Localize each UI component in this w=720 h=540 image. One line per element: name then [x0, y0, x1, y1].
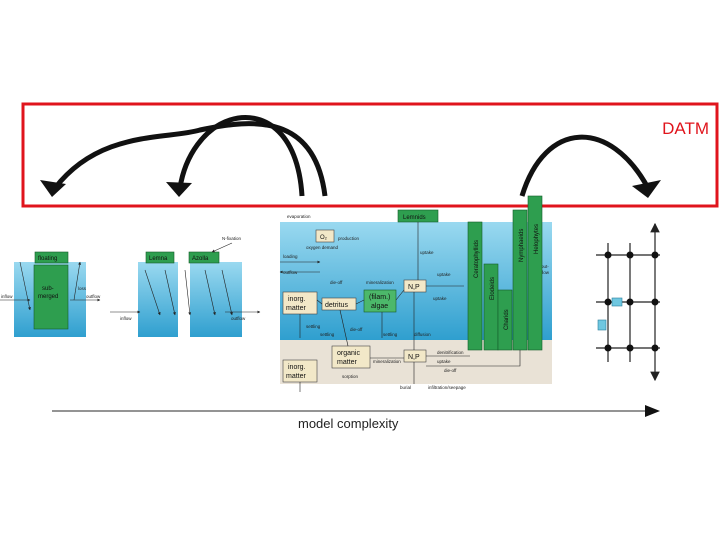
model-1-diagram: floating sub- merged inflow outflow loss	[0, 251, 101, 337]
np-label: N,P	[408, 284, 420, 291]
ceratophyllids-label: Ceratophyllids	[474, 240, 480, 278]
settling-label-3: settling	[383, 332, 398, 337]
settling-label-2: settling	[320, 332, 335, 337]
organic-label: organic	[337, 350, 360, 357]
grid-cell-marker	[597, 319, 607, 331]
uptake-label-3: uptake	[437, 272, 451, 277]
model-3-diagram: Lemnids evaporation O₂ production oxygen…	[279, 195, 552, 392]
oxygen-demand-label: oxygen demand	[306, 245, 339, 250]
denitrification-label: denitrification	[437, 350, 464, 355]
lemnids-label: Lemnids	[403, 215, 426, 221]
model-2-diagram: Lemna Azolla N-fixation inflow outflow	[110, 236, 261, 337]
organic-matter-label: matter	[337, 359, 358, 366]
floating-label: floating	[38, 256, 57, 262]
submerged-label-1: sub-	[42, 286, 54, 292]
charids-label: Charids	[504, 309, 510, 330]
evaporation-label: evaporation	[287, 214, 311, 219]
plant-bar-elodeids	[483, 263, 499, 351]
inflow-label: inflow	[1, 294, 13, 299]
outflow-right-label-2: flow	[541, 270, 550, 275]
lemna-box	[145, 251, 175, 264]
outflow-label-2: outflow	[231, 316, 246, 321]
curved-arrow-icon	[519, 134, 661, 198]
outflow-label: outflow	[86, 294, 101, 299]
inflow-label-2: inflow	[120, 316, 132, 321]
loading-label: loading	[283, 254, 298, 259]
organic-matter-box	[331, 345, 371, 369]
lemna-label: Lemna	[149, 256, 168, 262]
dieoff-label-3: die-off	[444, 368, 457, 373]
elodeids-label: Elodeids	[490, 277, 496, 300]
dieoff-label: die-off	[330, 280, 343, 285]
submerged-label-2: merged	[38, 294, 58, 300]
o2-box	[315, 229, 335, 243]
mineralization-label-2: mineralization	[373, 359, 401, 364]
np-sediment-label: N,P	[408, 354, 420, 361]
helophytes-label: Helophytes	[534, 224, 540, 254]
outflow-label-3: outflow	[283, 270, 298, 275]
settling-label: settling	[306, 324, 321, 329]
inorg-label: inorg.	[288, 296, 306, 303]
curved-arrow-icon	[166, 115, 305, 197]
floating-box	[34, 251, 69, 264]
plant-bar-ceratophyllids	[467, 221, 483, 351]
o2-label: O₂	[320, 235, 328, 241]
inorg-sed-label: inorg.	[288, 364, 306, 371]
curved-arrow-icon	[40, 121, 328, 197]
dieoff-label-2: die-off	[350, 327, 363, 332]
complexity-arrow-icon	[645, 405, 660, 417]
datm-frame	[21, 102, 719, 208]
uptake-label-2: uptake	[433, 296, 447, 301]
plant-bar-helophytes	[527, 195, 543, 351]
diffusion-label: diffusion	[414, 332, 431, 337]
filam-label: (filam.)	[369, 294, 390, 301]
nfixation-label: N-fixation	[222, 236, 242, 241]
matter-sed-label: matter	[286, 373, 307, 380]
sorption-label: sorption	[342, 374, 359, 379]
complexity-label: model complexity	[298, 416, 399, 431]
uptake-label: uptake	[420, 250, 434, 255]
algae-label: algae	[371, 303, 388, 310]
mineralization-label: mineralization	[366, 280, 394, 285]
outflow-right-label-1: out-	[541, 264, 549, 269]
grid-cell-marker	[611, 297, 623, 307]
submerged-box	[33, 264, 69, 330]
grid-nodes	[604, 251, 659, 352]
azolla-label: Azolla	[192, 256, 209, 262]
datm-label: DATM	[662, 119, 709, 138]
matter-label: matter	[286, 305, 307, 312]
detritus-label: detritus	[325, 302, 348, 309]
nymphaeids-label: Nymphaeids	[519, 229, 525, 262]
azolla-box	[188, 251, 220, 264]
infiltration-label: infiltration/seepage	[428, 385, 466, 390]
burial-label: burial	[400, 385, 411, 390]
production-label: production	[338, 236, 360, 241]
loss-label: loss	[78, 286, 87, 291]
filam-algae-box	[363, 289, 397, 313]
plant-bar-charids	[497, 289, 513, 351]
uptake-label-4: uptake	[437, 359, 451, 364]
